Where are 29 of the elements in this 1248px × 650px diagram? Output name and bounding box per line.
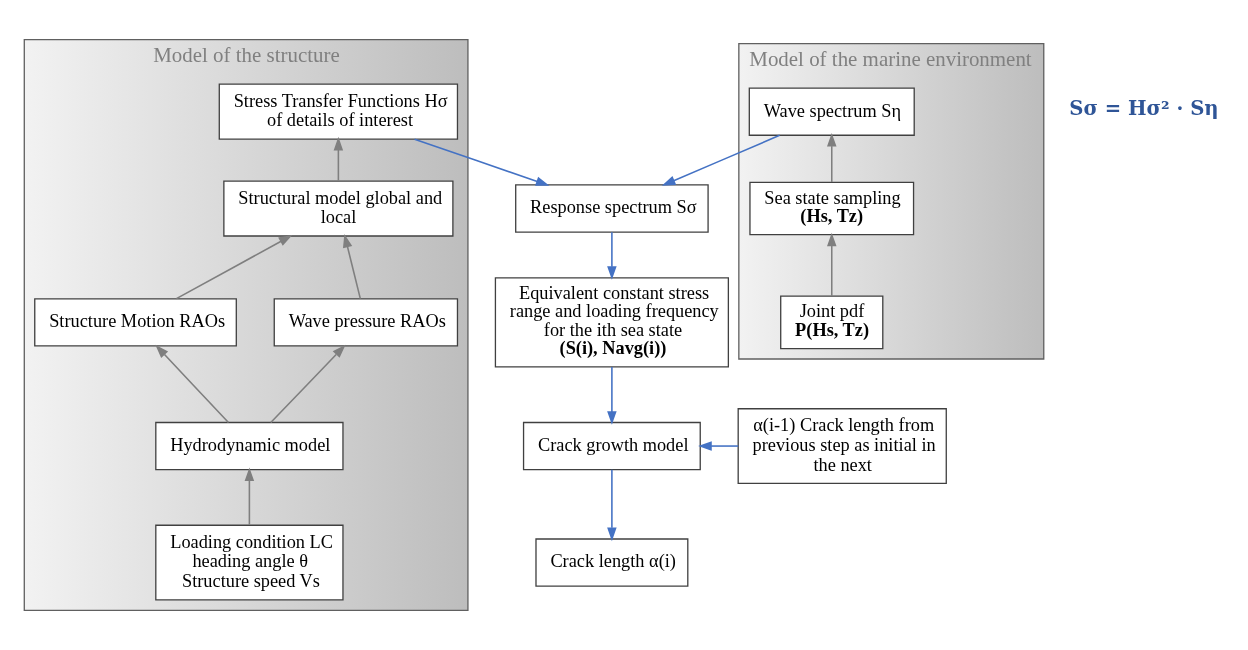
node-box: Wave spectrum Sη	[748, 87, 915, 136]
arrow	[270, 344, 346, 424]
node-box: Structural model global and local	[223, 180, 454, 237]
arrow	[607, 231, 617, 280]
node-box: Loading condition LC heading angle θ Structure speed Vs	[155, 524, 344, 601]
node-box: Sea state sampling (Hs, Tz)	[749, 181, 915, 236]
node-box: Response spectrum Sσ	[515, 184, 709, 233]
arrow	[244, 467, 255, 526]
node-box: Structure Motion RAOs	[34, 298, 237, 347]
arrow	[698, 441, 739, 451]
label: Sσ = Hσ² · Sη	[1069, 96, 1219, 120]
node-box: Wave pressure RAOs	[273, 298, 459, 347]
arrow	[607, 366, 617, 425]
arrow	[155, 344, 230, 424]
arrow	[413, 138, 550, 186]
arrow	[661, 134, 781, 186]
arrow	[827, 132, 837, 183]
node-box: α(i-1) Crack length from previous step as initial in the next	[737, 408, 947, 484]
node-box: Equivalent constant stress range and loading frequency for the ith sea state (S(i), Navg(i))	[494, 277, 730, 368]
node-box: Hydrodynamic model	[155, 421, 344, 471]
arrow	[827, 232, 837, 297]
node-box: Crack length α(i)	[535, 538, 689, 587]
arrow	[333, 136, 344, 182]
node-box: Crack growth model	[522, 421, 701, 471]
arrow	[342, 233, 362, 300]
node-box: Joint pdf P(Hs, Tz)	[780, 295, 884, 350]
node-box: Stress Transfer Functions Hσ of details of interest	[218, 83, 459, 140]
arrow	[607, 469, 617, 542]
arrow	[175, 235, 293, 300]
